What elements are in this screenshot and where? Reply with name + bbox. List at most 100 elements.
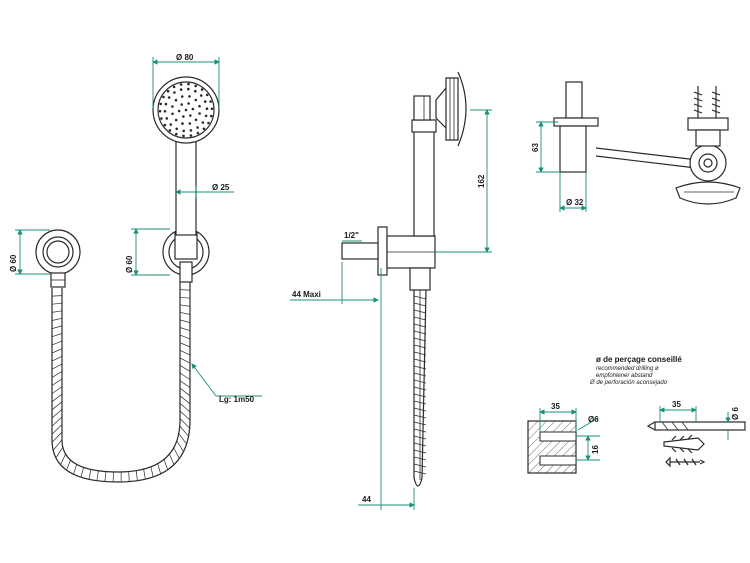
hose-segment (51, 416, 63, 427)
dim-drill-depth-left: 35 (539, 402, 577, 432)
hose-segment (413, 316, 427, 321)
nozzle-hole (202, 127, 206, 131)
bottom-offset-label: 44 (362, 495, 371, 504)
nozzle-hole (180, 103, 183, 106)
nozzle-hole (210, 114, 213, 118)
nozzle-hole (175, 127, 178, 131)
nozzle-hole (159, 102, 162, 106)
nozzle-hole (187, 87, 190, 91)
nozzle-hole (179, 83, 183, 86)
hose-length-label: Lg: 1m50 (219, 395, 255, 404)
hose-segment (179, 319, 191, 323)
dim-rear-height: 63 (531, 121, 560, 173)
hose-segment (51, 378, 63, 386)
dim-rear-diameter: Ø 32 (559, 172, 587, 212)
drill-diameter-right-label: Ø 6 (731, 407, 740, 420)
hose-segment (80, 467, 84, 478)
hose-segment (51, 431, 63, 443)
hose-segment (178, 433, 187, 445)
fixing-screws (693, 86, 721, 118)
hose-segment (52, 439, 63, 451)
hose-segment (60, 454, 66, 465)
thread-label: 1/2" (344, 231, 359, 240)
front-view: Ø 80 Ø 25 Ø 60 Ø 60 Lg: 1m50 (9, 53, 262, 483)
hose-segment (51, 409, 63, 419)
hose-segment (179, 311, 191, 315)
hose-segment (413, 386, 427, 391)
top-view: 63 Ø 32 (531, 81, 741, 212)
hose-segment (179, 410, 191, 421)
hose-segment (176, 440, 184, 452)
hose-segment (413, 435, 427, 440)
nozzle-hole (210, 107, 214, 111)
hose-segment (413, 414, 427, 419)
hose-segment (51, 393, 63, 402)
hose-segment (413, 372, 427, 377)
nozzle-hole (194, 98, 198, 102)
hose-segment (179, 349, 191, 356)
hose-segment (179, 403, 191, 413)
hose-segment (179, 365, 191, 372)
nozzle-hole (194, 89, 197, 93)
nozzle-hole (196, 131, 200, 135)
offset-max-label: 44 Maxi (292, 290, 321, 299)
dim-hose-length: Lg: 1m50 (191, 363, 262, 404)
hose-segment (51, 310, 63, 313)
hose-segment (413, 330, 427, 335)
wall-screw (665, 456, 706, 468)
nozzle-hole (164, 102, 168, 106)
hose-segment (55, 447, 64, 459)
hose-segment (413, 393, 427, 398)
nozzle-hole (207, 121, 210, 125)
hose-segment (51, 325, 63, 329)
hose-segment (413, 358, 427, 363)
nozzle-hole (200, 88, 204, 91)
hose-segment (413, 407, 427, 412)
hose-segment (413, 428, 427, 433)
nozzle-hole (189, 129, 193, 132)
wall-section: 35 Ø6 16 (527, 402, 600, 474)
hose-segment (413, 470, 427, 475)
hose-segment (179, 342, 191, 348)
drilling-note: ø de perçage conseillé recommended drill… (589, 355, 682, 386)
nozzle-hole (196, 126, 199, 129)
drill-depth-left-label: 35 (551, 402, 560, 411)
dim-bottom-offset: 44 (358, 268, 415, 510)
hose-segment (179, 296, 191, 299)
hose-segment (179, 395, 191, 405)
nozzle-hole (194, 84, 197, 88)
hose-segment (179, 372, 191, 380)
nozzle-hole (209, 100, 212, 103)
hose-segment (413, 323, 427, 328)
drill-depth-right-label: 35 (672, 400, 681, 409)
hose-segment (51, 363, 63, 370)
hose-segment (179, 418, 190, 429)
hose-segment (413, 456, 427, 461)
hose-segment (135, 470, 138, 481)
hose-segment (413, 365, 427, 370)
dim-offset-max: 44 Maxi (290, 262, 379, 304)
nozzle-hole (199, 94, 203, 97)
hose-segment (51, 340, 63, 346)
dim-drill-depth-right: 35 (659, 400, 697, 422)
nozzle-hole (203, 100, 207, 103)
nozzle-hole (175, 132, 178, 136)
hose-segment (413, 295, 427, 300)
nozzle-hole (188, 122, 192, 125)
wall-plug (663, 434, 705, 454)
hose-segment (51, 348, 63, 354)
nozzle-hole (160, 117, 163, 120)
hose-segment (413, 302, 427, 307)
nozzle-hole (184, 108, 188, 112)
nozzle-hole (189, 134, 193, 137)
hose-segment (179, 357, 191, 364)
nozzle-hole (201, 121, 205, 124)
nozzle-hole (187, 82, 190, 86)
nozzle-hole (179, 88, 183, 91)
hose-segment (173, 447, 180, 459)
nozzle-hole (168, 129, 172, 132)
hose-segment (51, 424, 63, 435)
dim-head-diameter: Ø 80 (152, 53, 220, 108)
hose-segment (413, 379, 427, 384)
